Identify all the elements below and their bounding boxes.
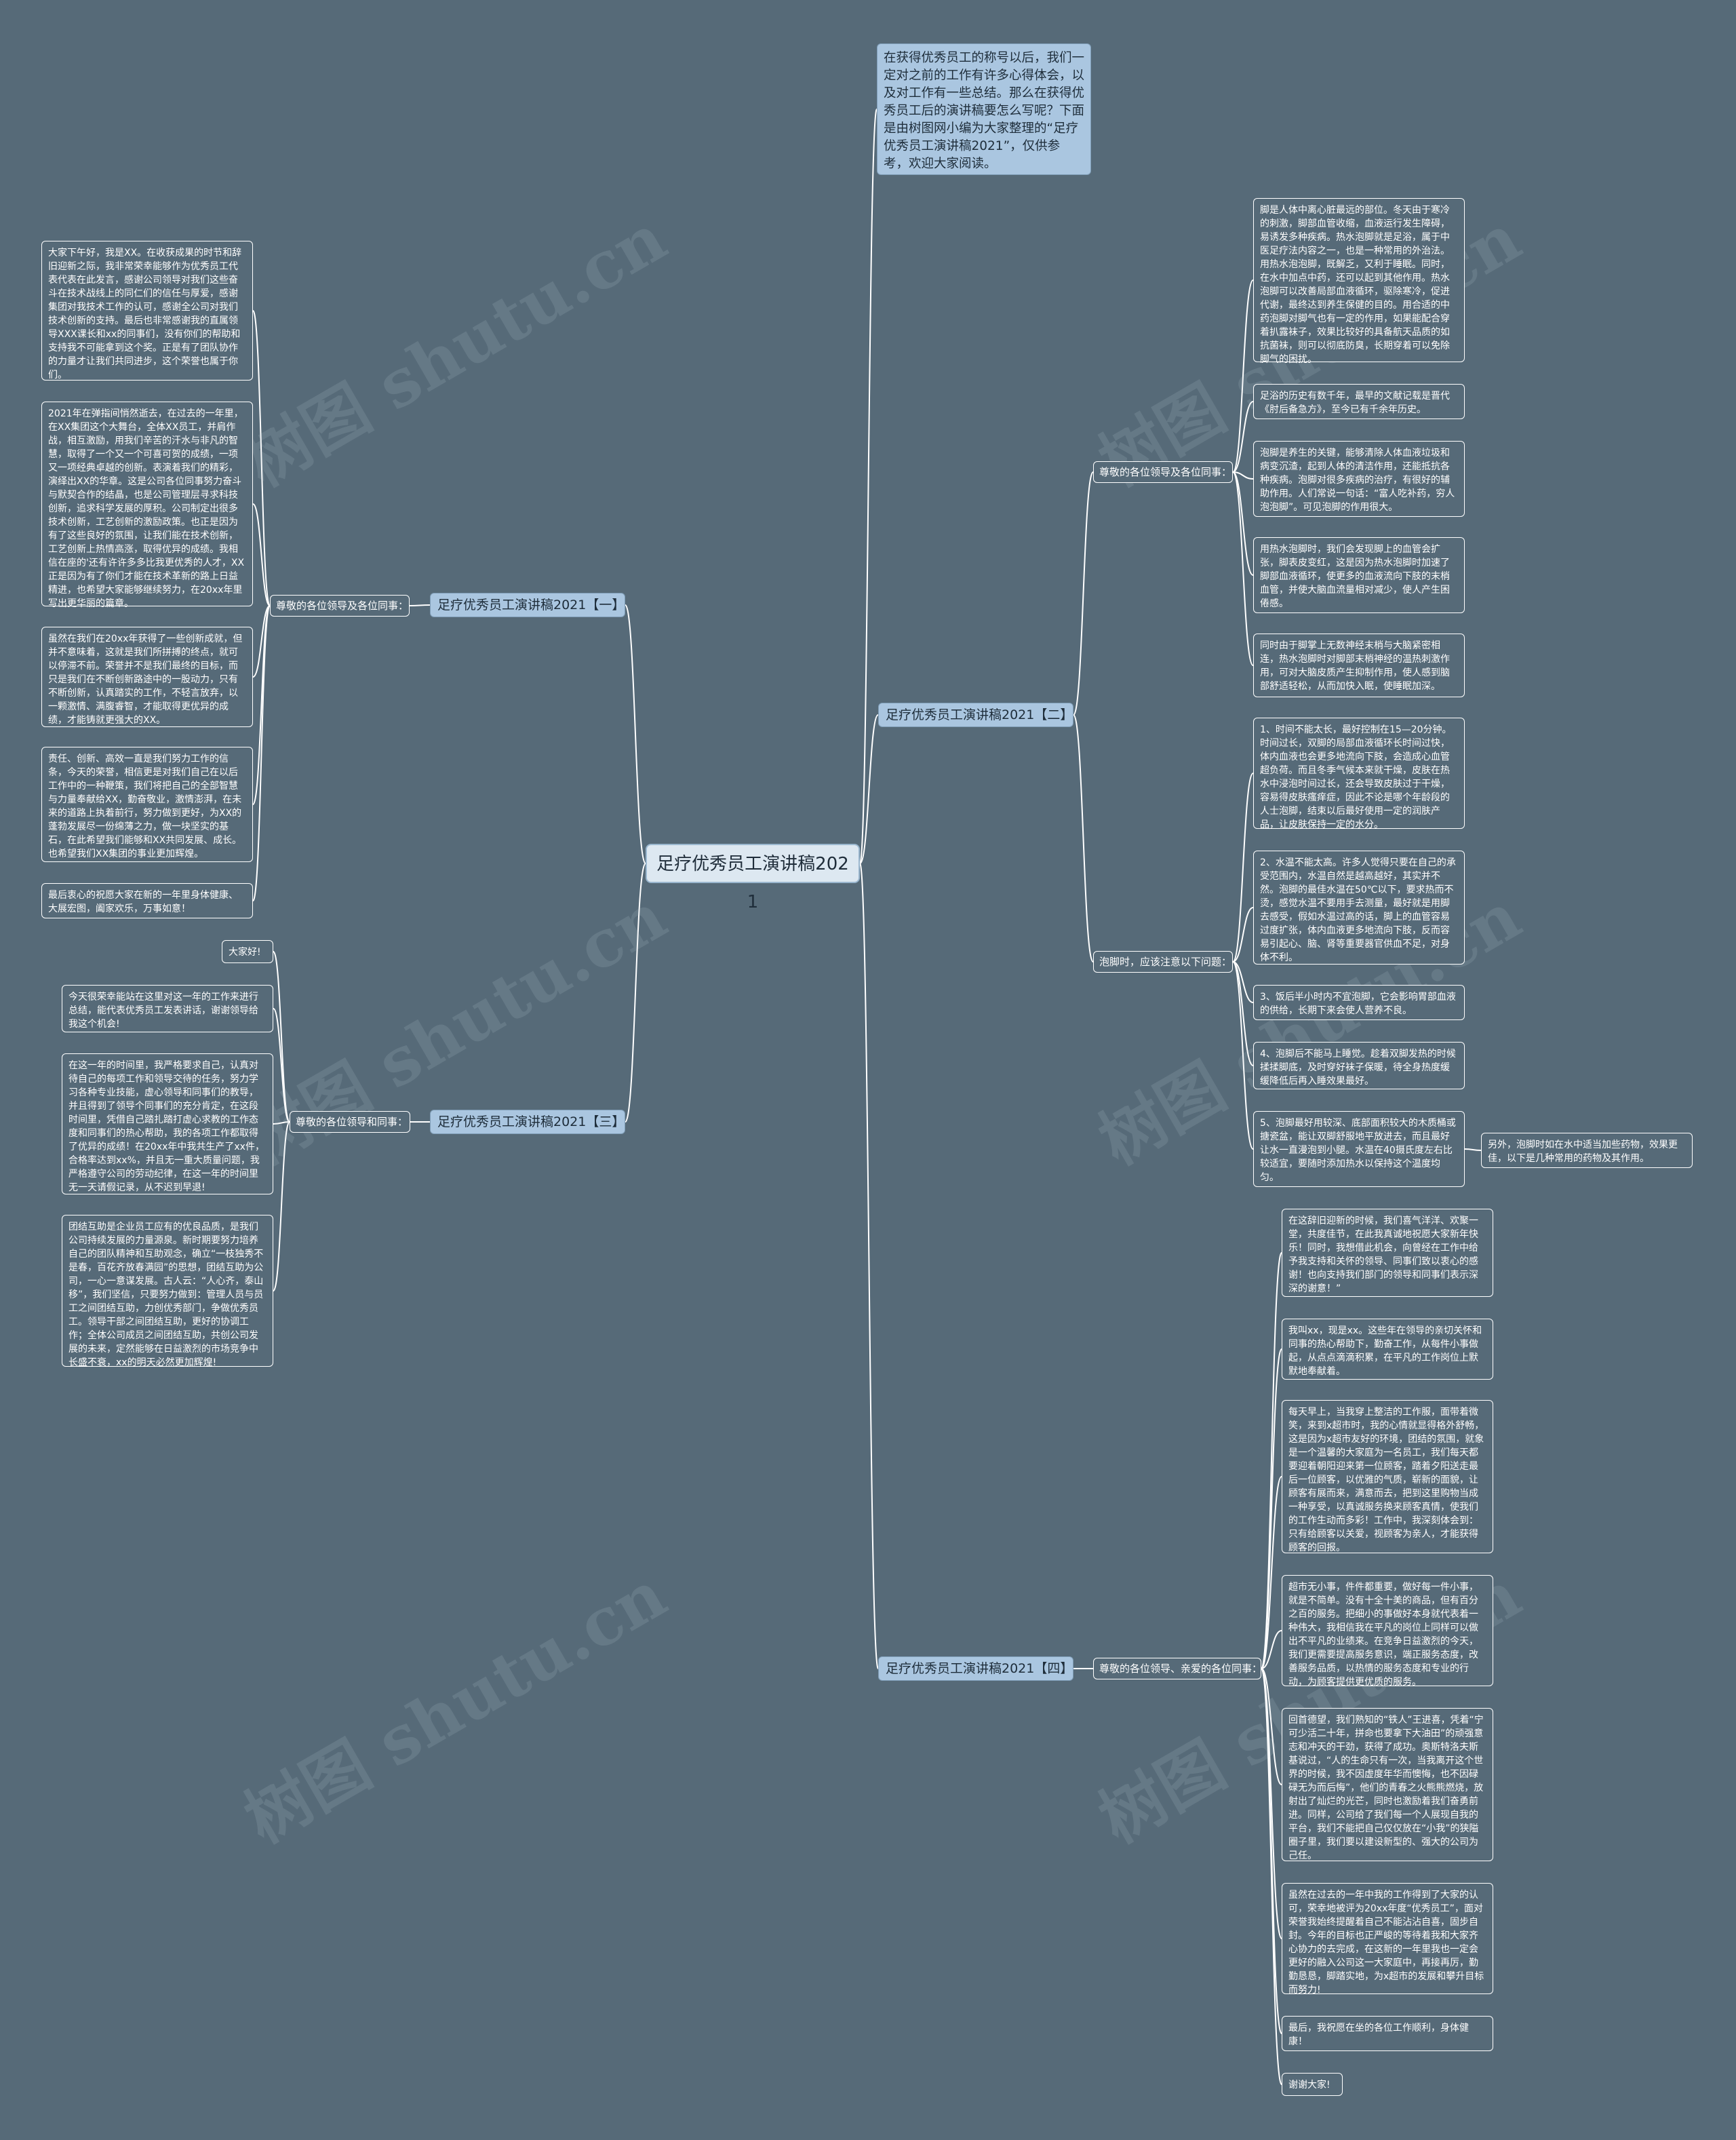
branch-four-leaf[interactable]: 在这辞旧迎新的时候，我们喜气洋洋、欢聚一堂，共度佳节，在此我真诚地祝愿大家新年快…	[1282, 1209, 1493, 1297]
connector-line	[1232, 471, 1254, 480]
connector-line	[273, 1008, 290, 1123]
root-node[interactable]: 足疗优秀员工演讲稿2021	[646, 844, 860, 912]
connector-line	[252, 605, 271, 678]
connector-line	[273, 1121, 290, 1291]
branch-four-leaf[interactable]: 虽然在过去的一年中我的工作得到了大家的认可，荣幸地被评为20xx年度“优秀员工”…	[1282, 1883, 1493, 1996]
branch-one-leaf[interactable]: 责任、创新、高效一直是我们努力工作的信条，今天的荣誉，相信更是对我们自己在以后工…	[41, 747, 253, 862]
connector-line	[859, 714, 879, 864]
connector-line	[252, 605, 271, 901]
branch-four-leaf[interactable]: 每天早上，当我穿上整洁的工作服，面带着微笑，来到x超市时，我的心情就显得格外舒畅…	[1282, 1400, 1493, 1553]
branch-three[interactable]: 足疗优秀员工演讲稿2021【三】	[430, 1110, 625, 1134]
connector-line	[1261, 1668, 1282, 1785]
connector-line	[859, 109, 877, 864]
connector-line	[625, 863, 646, 1123]
connector-line	[1464, 1148, 1482, 1151]
connector-line	[1232, 961, 1254, 1066]
connector-line	[1232, 907, 1254, 962]
branch-one[interactable]: 足疗优秀员工演讲稿2021【一】	[430, 593, 625, 617]
branch-two-leaf[interactable]: 5、泡脚最好用较深、底部面积较大的木质桶或搪瓷盆，能让双脚舒服地平放进去，而且最…	[1253, 1111, 1465, 1187]
connector-line	[1232, 401, 1254, 473]
connector-line	[1261, 1630, 1282, 1669]
branch-two-leaf[interactable]: 4、泡脚后不能马上睡觉。趁着双脚发热的时候揉揉脚底，及时穿好袜子保暖，待全身热度…	[1253, 1042, 1465, 1089]
branch-two-leaf[interactable]: 同时由于脚掌上无数神经末梢与大脑紧密相连，热水泡脚时对脚部末梢神经的温热刺激作用…	[1253, 634, 1465, 697]
connector-line	[1261, 1252, 1282, 1669]
branch-four-leaf[interactable]: 超市无小事，件件都重要，做好每一件小事，就是不简单。没有十全十美的商品，但有百分…	[1282, 1575, 1493, 1688]
branch-three-leaf[interactable]: 今天很荣幸能站在这里对这一年的工作来进行总结，能代表优秀员工发表讲话，谢谢领导给…	[62, 985, 273, 1032]
branch-two-subtopic-b[interactable]: 泡脚时，应该注意以下问题：	[1093, 951, 1233, 973]
branch-two-extra-leaf[interactable]: 另外，泡脚时如在水中适当加些药物，效果更佳，以下是几种常用的药物及其作用。	[1481, 1133, 1693, 1168]
branch-two-leaf[interactable]: 用热水泡脚时，我们会发现脚上的血管会扩张，脚表皮变红，这是因为热水泡脚时加速了脚…	[1253, 537, 1465, 613]
connector-line	[1232, 961, 1254, 1003]
connector-line	[273, 1121, 290, 1125]
connector-line	[1073, 471, 1094, 716]
connector-line	[1232, 773, 1254, 962]
branch-three-leaf[interactable]: 团结互助是企业员工应有的优良品质，是我们公司持续发展的力量源泉。新时期要努力培养…	[62, 1215, 273, 1368]
connector-line	[625, 604, 646, 864]
branch-three-subtopic[interactable]: 尊敬的各位领导和同事：	[290, 1111, 410, 1133]
branch-four-leaf[interactable]: 最后，我祝愿在坐的各位工作顺利，身体健康！	[1282, 2016, 1493, 2051]
connector-line	[1261, 1668, 1282, 2085]
connector-line	[1232, 471, 1254, 576]
branch-two-leaf[interactable]: 2、水温不能太高。许多人觉得只要在自己的承受范围内，水温自然是越高越好，其实并不…	[1253, 851, 1465, 965]
connector-line	[252, 310, 271, 606]
branch-two-leaf[interactable]: 泡脚是养生的关键，能够清除人体血液垃圾和病变沉渣，起到人体的清洁作用，还能抵抗各…	[1253, 441, 1465, 517]
connector-line	[1232, 961, 1254, 1150]
branch-four-leaf[interactable]: 我叫xx，现是xx。这些年在领导的亲切关怀和同事的热心帮助下，勤奋工作，从每件小…	[1282, 1319, 1493, 1380]
branch-four-leaf[interactable]: 回首德望，我们熟知的“铁人”王进喜，凭着“宁可少活二十年，拼命也要拿下大油田”的…	[1282, 1708, 1493, 1861]
branch-four[interactable]: 足疗优秀员工演讲稿2021【四】	[878, 1656, 1073, 1681]
connector-line	[1232, 279, 1254, 473]
branch-one-subtopic[interactable]: 尊敬的各位领导及各位同事：	[270, 595, 410, 617]
connector-line	[1261, 1476, 1282, 1669]
branch-four-subtopic[interactable]: 尊敬的各位领导、亲爱的各位同事：	[1093, 1658, 1262, 1679]
branch-two[interactable]: 足疗优秀员工演讲稿2021【二】	[878, 703, 1073, 727]
connector-line	[1073, 714, 1094, 962]
branch-three-leaf[interactable]: 大家好!	[222, 940, 273, 963]
branch-two-leaf[interactable]: 1、时间不能太长，最好控制在15—20分钟。时间过长，双脚的局部血液循环长时间过…	[1253, 718, 1465, 830]
connector-line	[1232, 471, 1254, 666]
branch-one-leaf[interactable]: 最后衷心的祝愿大家在新的一年里身体健康、大展宏图，阖家欢乐，万事如意！	[41, 883, 253, 918]
intro-node[interactable]: 在获得优秀员工的称号以后，我们一定对之前的工作有许多心得体会，以及对工作有一些总…	[877, 43, 1091, 175]
connector-line	[409, 604, 431, 606]
branch-one-leaf[interactable]: 2021年在弹指间悄然逝去，在过去的一年里，在XX集团这个大舞台，全体XX员工，…	[41, 402, 253, 609]
branch-three-leaf[interactable]: 在这一年的时间里，我严格要求自己，认真对待自己的每项工作和领导交待的任务，努力学…	[62, 1053, 273, 1194]
branch-two-leaf[interactable]: 3、饭后半小时内不宜泡脚，它会影响胃部血液的供给，长期下来会使人营养不良。	[1253, 985, 1465, 1020]
connector-line	[1261, 1348, 1282, 1669]
branch-one-leaf[interactable]: 大家下午好，我是XX。在收获成果的时节和辞旧迎新之际，我非常荣幸能够作为优秀员工…	[41, 241, 253, 381]
connector-line	[252, 503, 271, 606]
connector-line	[273, 951, 290, 1123]
branch-two-subtopic-a[interactable]: 尊敬的各位领导及各位同事：	[1093, 461, 1233, 483]
branch-four-leaf[interactable]: 谢谢大家!	[1282, 2073, 1343, 2096]
branch-one-leaf[interactable]: 虽然在我们在20xx年获得了一些创新成就，但并不意味着，这就是我们所拼搏的终点，…	[41, 627, 253, 727]
branch-two-leaf[interactable]: 足浴的历史有数千年，最早的文献记载是晋代《肘后备急方》，至今已有千余年历史。	[1253, 384, 1465, 419]
branch-two-leaf[interactable]: 脚是人体中离心脏最远的部位。冬天由于寒冷的刺激，脚部血管收缩，血液运行发生障碍，…	[1253, 198, 1465, 365]
connector-line	[859, 863, 879, 1669]
